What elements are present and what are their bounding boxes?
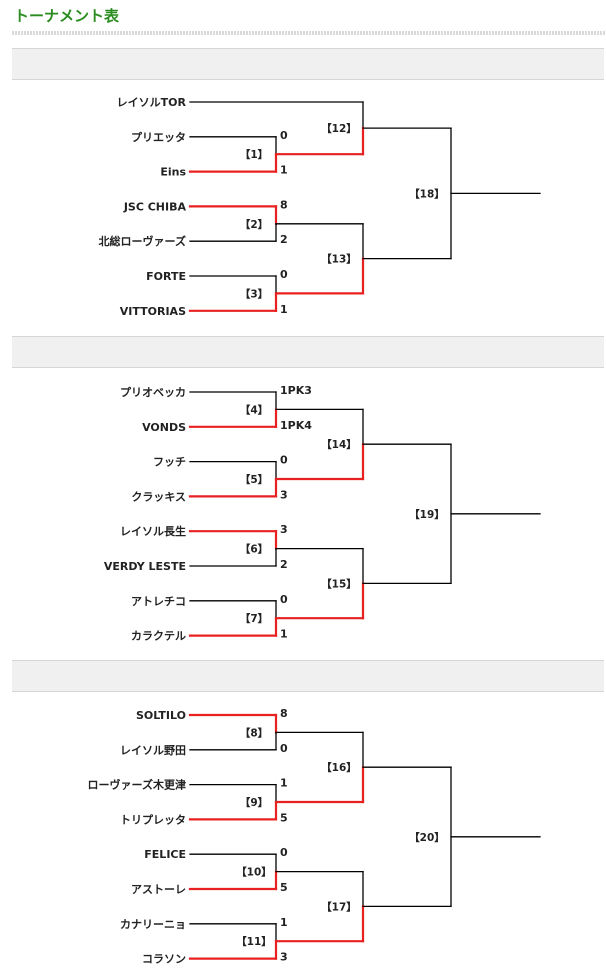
match-score: 2	[280, 558, 288, 571]
team-name: アトレチコ	[131, 595, 186, 608]
match-score: 5	[280, 811, 288, 824]
match-label: 【4】	[240, 403, 268, 416]
match-score: 1	[280, 916, 288, 929]
team-name: VITTORIAS	[120, 305, 186, 318]
match-score: 3	[280, 488, 288, 501]
match-label: 【15】	[321, 577, 357, 590]
block-header-2	[12, 336, 604, 368]
team-name: トリプレッタ	[120, 812, 186, 826]
match-score: 3	[280, 523, 288, 536]
team-name: プリオベッカ	[120, 385, 186, 399]
match-label: 【14】	[321, 438, 357, 451]
match-score: 8	[280, 198, 288, 211]
match-score: 1	[280, 777, 288, 790]
match-score: 0	[280, 742, 288, 755]
match-score: 0	[280, 593, 288, 606]
team-name: VERDY LESTE	[104, 560, 186, 573]
match-score: 8	[280, 707, 288, 720]
match-score: 1PK3	[280, 384, 312, 397]
match-label: 【1】	[240, 148, 268, 161]
match-label: 【13】	[321, 253, 357, 266]
match-label: 【5】	[240, 473, 268, 486]
match-score: 1	[280, 303, 288, 316]
page-title: トーナメント表	[14, 7, 120, 25]
match-label: 【20】	[409, 831, 445, 844]
match-score: 1PK4	[280, 419, 312, 432]
match-label: 【2】	[240, 218, 268, 231]
team-name: レイソル野田	[120, 744, 186, 757]
team-name: カナリーニョ	[120, 918, 186, 931]
team-name: コラソン	[142, 953, 186, 966]
team-name: プリエッタ	[131, 130, 186, 144]
block-header-1	[12, 48, 604, 80]
team-name: FORTE	[146, 270, 186, 283]
team-name: Eins	[160, 166, 186, 179]
match-score: 3	[280, 951, 288, 964]
match-label: 【10】	[236, 866, 272, 879]
match-label: 【17】	[321, 900, 357, 913]
match-label: 【16】	[321, 761, 357, 774]
match-score: 0	[280, 268, 288, 281]
block-header-3	[12, 660, 604, 692]
match-score: 1	[280, 628, 288, 641]
match-label: 【19】	[409, 508, 445, 521]
match-label: 【3】	[240, 287, 268, 300]
match-score: 1	[280, 164, 288, 177]
match-label: 【11】	[236, 935, 272, 948]
team-name: アストーレ	[131, 883, 186, 896]
match-score: 0	[280, 846, 288, 859]
team-name: カラクテル	[131, 630, 186, 643]
match-label: 【18】	[409, 187, 445, 200]
team-name: FELICE	[144, 848, 186, 861]
team-name: 北総ローヴァーズ	[99, 234, 186, 248]
team-name: レイソル長生	[120, 524, 186, 538]
match-label: 【8】	[240, 726, 268, 739]
team-name: VONDS	[142, 421, 186, 434]
team-name: クラッキス	[131, 490, 186, 503]
team-name: JSC CHIBA	[123, 200, 187, 213]
match-label: 【6】	[240, 543, 268, 556]
match-label: 【7】	[240, 612, 268, 625]
match-score: 0	[280, 129, 288, 142]
team-name: ローヴァーズ木更津	[88, 778, 186, 792]
team-name: フッチ	[153, 456, 186, 469]
match-score: 2	[280, 233, 288, 246]
match-score: 0	[280, 454, 288, 467]
match-label: 【12】	[321, 122, 357, 135]
team-name: レイソルTOR	[117, 96, 187, 109]
title-divider	[12, 31, 606, 35]
team-name: SOLTILO	[136, 709, 186, 722]
match-label: 【9】	[240, 796, 268, 809]
match-score: 5	[280, 881, 288, 894]
